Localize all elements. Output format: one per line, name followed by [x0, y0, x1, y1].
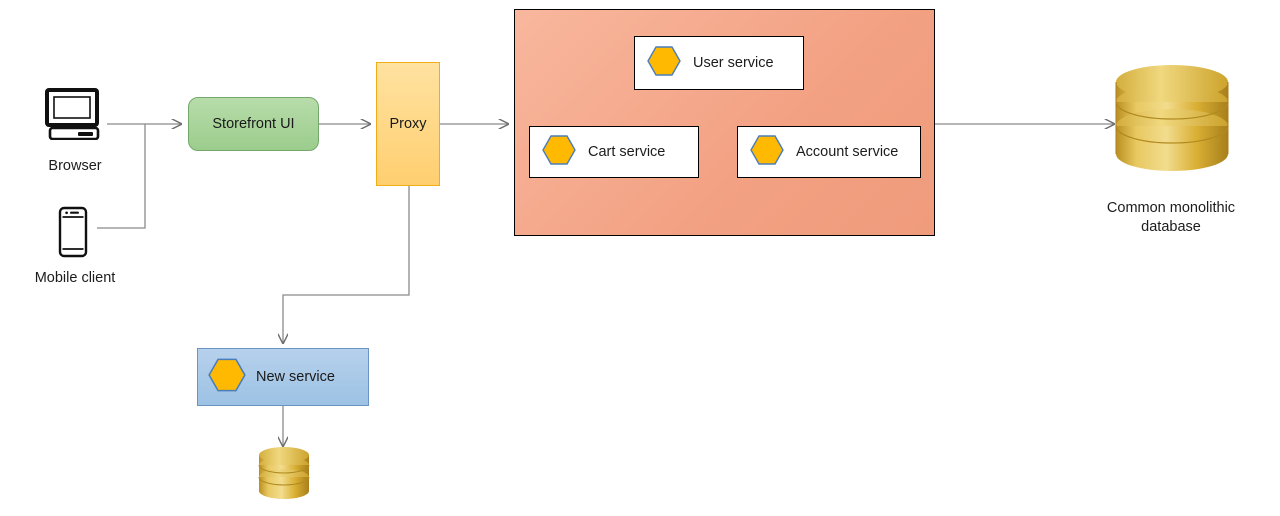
proxy-label: Proxy — [389, 116, 427, 132]
database-cylinder-icon — [1112, 56, 1232, 201]
new-service-node[interactable]: New service — [197, 348, 369, 406]
browser-label: Browser — [48, 158, 102, 174]
user-service-label: User service — [693, 55, 774, 71]
hexagon-service-icon — [542, 134, 576, 171]
hexagon-service-icon — [647, 45, 681, 82]
cart-service-node[interactable]: Cart service — [529, 126, 699, 178]
database-cylinder-icon — [257, 443, 311, 514]
mobile-phone-icon — [57, 206, 89, 263]
account-service-label: Account service — [796, 144, 899, 160]
hexagon-service-icon — [750, 134, 784, 171]
storefront-ui-node[interactable]: Storefront UI — [188, 97, 319, 151]
new-service-label: New service — [256, 369, 335, 385]
connector-proxy-to-new-service — [283, 186, 410, 343]
cart-service-label: Cart service — [588, 144, 666, 160]
hexagon-service-icon — [208, 357, 246, 398]
connector-mobile-to-storefront — [97, 124, 146, 229]
desktop-monitor-icon — [45, 88, 103, 145]
proxy-node[interactable]: Proxy — [376, 62, 440, 186]
mobile-client-label: Mobile client — [34, 270, 116, 286]
account-service-node[interactable]: Account service — [737, 126, 921, 178]
common-database-label: Common monolithic database — [1106, 200, 1236, 235]
storefront-ui-label: Storefront UI — [212, 116, 295, 132]
user-service-node[interactable]: User service — [634, 36, 804, 90]
